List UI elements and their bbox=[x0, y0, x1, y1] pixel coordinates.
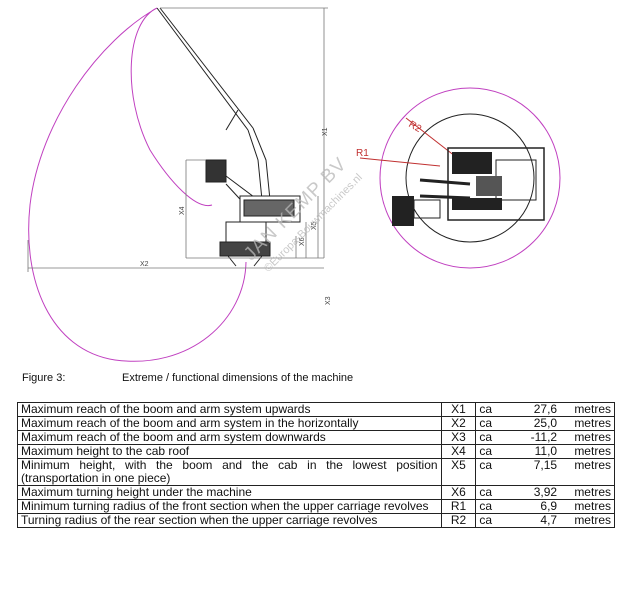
row-approx: ca bbox=[475, 430, 499, 445]
row-description: Maximum reach of the boom and arm system… bbox=[17, 430, 442, 445]
row-description: Maximum reach of the boom and arm system… bbox=[17, 416, 442, 431]
row-approx: ca bbox=[475, 499, 499, 514]
table-row: Maximum reach of the boom and arm system… bbox=[17, 430, 616, 445]
side-view-machine bbox=[156, 7, 301, 267]
label-x5: X5 bbox=[311, 221, 318, 230]
table-row: Maximum reach of the boom and arm system… bbox=[17, 402, 616, 417]
figure-caption-text: Extreme / functional dimensions of the m… bbox=[122, 372, 354, 384]
row-description: Minimum turning radius of the front sect… bbox=[17, 499, 442, 514]
row-unit: metres bbox=[560, 444, 616, 459]
row-description: Maximum height to the cab roof bbox=[17, 444, 442, 459]
label-x3: X3 bbox=[325, 296, 332, 305]
dimension-labels: X1 X2 X3 X4 X5 X6 bbox=[140, 127, 332, 305]
table-row: Maximum reach of the boom and arm system… bbox=[17, 416, 616, 431]
row-description: Turning radius of the rear section when … bbox=[17, 513, 442, 528]
row-approx: ca bbox=[475, 444, 499, 459]
row-approx: ca bbox=[475, 513, 499, 528]
row-description: Minimum height, with the boom and the ca… bbox=[17, 458, 442, 486]
row-code: X4 bbox=[440, 444, 477, 459]
radius-labels: R1 R2 bbox=[356, 119, 423, 159]
label-x4: X4 bbox=[179, 206, 186, 215]
row-code: X2 bbox=[440, 416, 477, 431]
row-unit: metres bbox=[560, 499, 616, 514]
row-unit: metres bbox=[560, 485, 616, 500]
row-value: 25,0 bbox=[498, 416, 561, 431]
table-row: Minimum turning radius of the front sect… bbox=[17, 499, 616, 514]
row-code: X5 bbox=[440, 458, 477, 486]
row-approx: ca bbox=[475, 458, 499, 486]
working-envelope-curve bbox=[28, 7, 247, 362]
row-code: X6 bbox=[440, 485, 477, 500]
row-value: 4,7 bbox=[498, 513, 561, 528]
row-unit: metres bbox=[560, 416, 616, 431]
row-unit: metres bbox=[560, 513, 616, 528]
row-code: R1 bbox=[440, 499, 477, 514]
row-value: 11,0 bbox=[498, 444, 561, 459]
label-x1: X1 bbox=[322, 127, 329, 136]
row-unit: metres bbox=[560, 430, 616, 445]
row-unit: metres bbox=[560, 458, 616, 486]
row-value: 3,92 bbox=[498, 485, 561, 500]
table-row: Turning radius of the rear section when … bbox=[17, 513, 616, 528]
top-view-machine bbox=[359, 87, 561, 269]
row-code: R2 bbox=[440, 513, 477, 528]
table-row: Maximum turning height under the machine… bbox=[17, 485, 616, 500]
row-value: -11,2 bbox=[498, 430, 561, 445]
machine-dimension-drawing: X1 X2 X3 X4 X5 X6 R1 R2 bbox=[27, 7, 561, 362]
table-row: Minimum height, with the boom and the ca… bbox=[17, 458, 616, 486]
row-value: 6,9 bbox=[498, 499, 561, 514]
row-approx: ca bbox=[475, 402, 499, 417]
label-r1: R1 bbox=[356, 148, 369, 159]
row-code: X3 bbox=[440, 430, 477, 445]
row-description: Maximum reach of the boom and arm system… bbox=[17, 402, 442, 417]
row-description: Maximum turning height under the machine bbox=[17, 485, 442, 500]
row-value: 7,15 bbox=[498, 458, 561, 486]
label-x6: X6 bbox=[299, 237, 306, 246]
row-unit: metres bbox=[560, 402, 616, 417]
dimensions-table: Maximum reach of the boom and arm system… bbox=[17, 402, 616, 528]
row-value: 27,6 bbox=[498, 402, 561, 417]
table-row: Maximum height to the cab roof X4 ca 11,… bbox=[17, 444, 616, 459]
row-code: X1 bbox=[440, 402, 477, 417]
label-x2: X2 bbox=[140, 261, 149, 268]
row-approx: ca bbox=[475, 485, 499, 500]
dimension-lines bbox=[27, 7, 328, 272]
label-r2: R2 bbox=[407, 119, 424, 135]
figure-number: Figure 3: bbox=[22, 372, 66, 384]
row-approx: ca bbox=[475, 416, 499, 431]
